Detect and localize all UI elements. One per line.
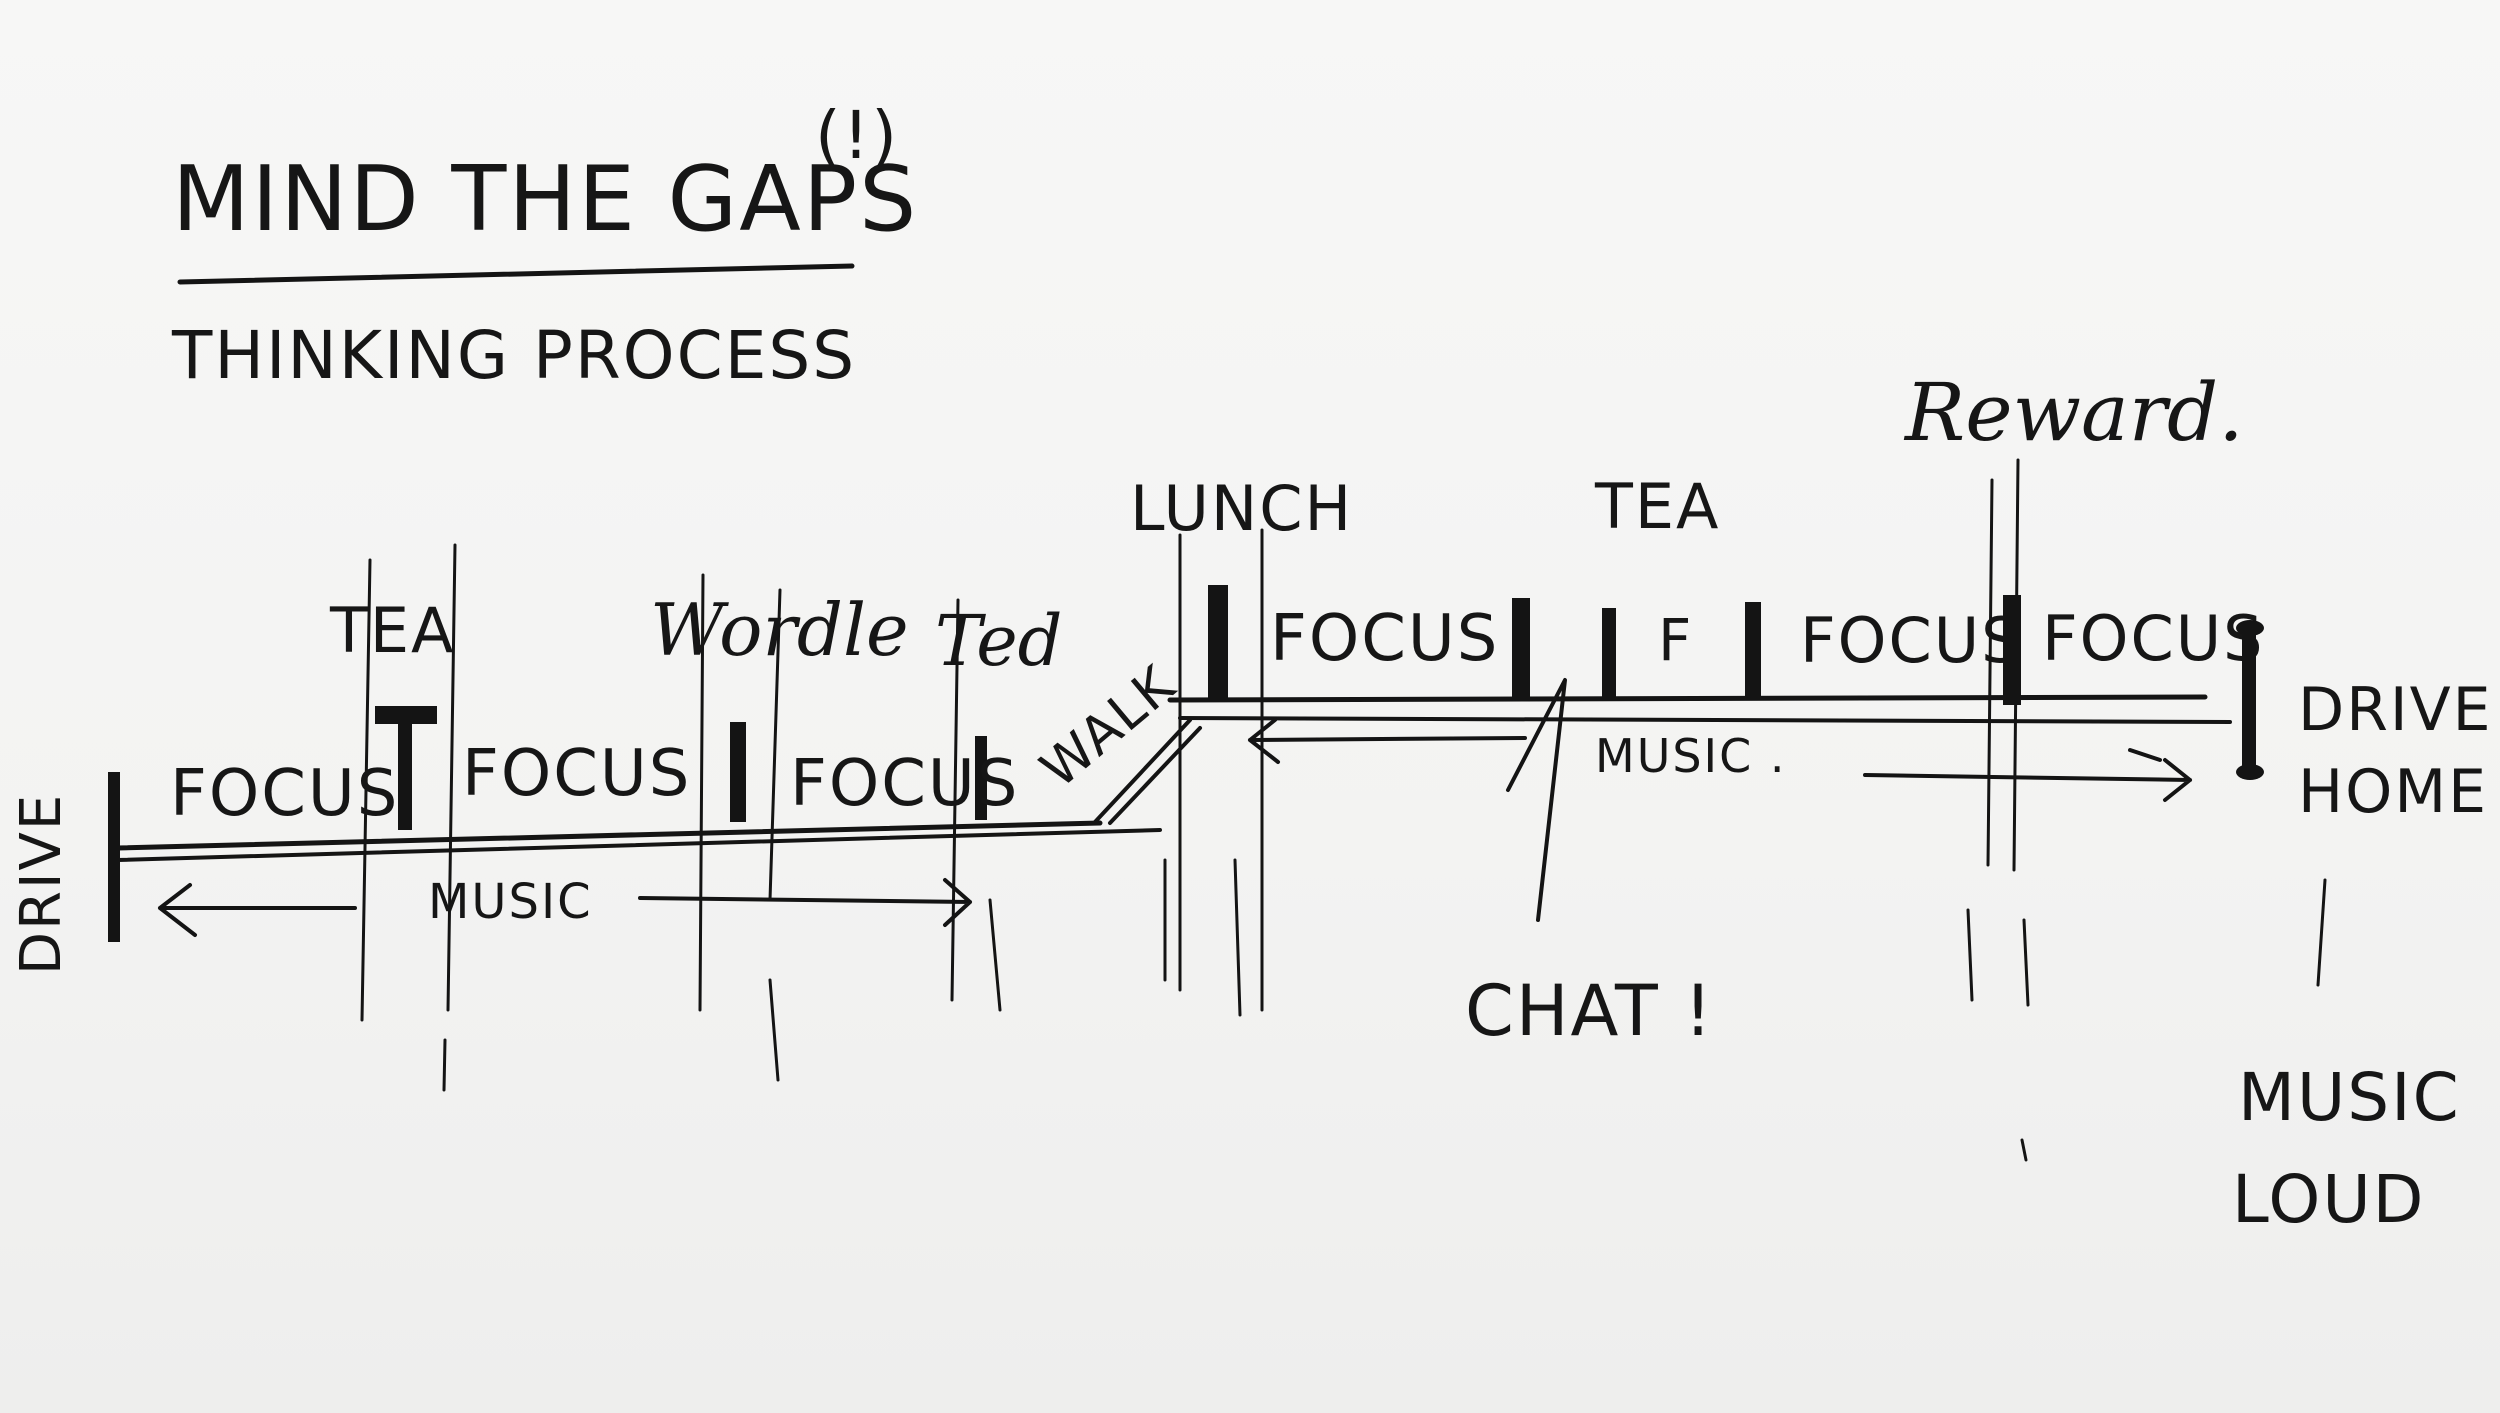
label-focus-3: FOCUS	[790, 747, 1019, 821]
music-arrow-left	[158, 883, 357, 937]
label-focus-2: FOCUS	[462, 737, 691, 811]
label-home: HOME	[2298, 757, 2488, 827]
morning-timeline: DRIVE FOCUS TEA FOCUS Wordle FOCUS Ted W…	[9, 543, 1202, 1092]
lunch-break-marker	[1208, 585, 1228, 700]
label-music-loud-2: LOUD	[2232, 1161, 2426, 1238]
label-focus-1: FOCUS	[170, 757, 399, 831]
label-music-1: MUSIC	[428, 874, 593, 930]
label-music-2: MUSIC .	[1595, 729, 1787, 783]
chat-spike	[1506, 678, 1567, 922]
music-loud-pointer	[2316, 878, 2327, 987]
tea-break-marker-3	[1745, 602, 1761, 698]
label-focus-6: FOCUS	[2042, 602, 2265, 675]
music-arrow-right	[638, 878, 972, 927]
subtitle: THINKING PROCESS	[171, 317, 856, 394]
label-lunch: LUNCH	[1130, 472, 1353, 545]
afternoon-timeline: LUNCH FOCUS TEA F FOCUS Reward. FOCUS DR…	[1130, 366, 2493, 1238]
label-tea-1: TEA	[329, 594, 455, 667]
timeline-bar-lower	[115, 820, 1103, 851]
wordle-break-marker	[730, 722, 746, 822]
label-ted: Ted	[935, 600, 1063, 682]
reward-marker	[2003, 595, 2021, 705]
drive-home-marker	[2242, 628, 2256, 776]
timeline-bar-upper	[1167, 694, 2208, 703]
page-title: MIND THE GAPS	[172, 147, 918, 252]
tea-break-marker	[398, 718, 412, 830]
music-arrow-left-2	[1248, 718, 1527, 764]
gap-ticks-morning	[360, 543, 1002, 1092]
title-underline	[177, 263, 855, 285]
drive-start-marker	[108, 772, 120, 942]
title-exclamation: (!)	[815, 97, 899, 174]
label-reward: Reward.	[1903, 366, 2244, 459]
music-arrow-right-2	[1863, 748, 2192, 802]
label-chat: CHAT !	[1465, 970, 1714, 1052]
label-focus-5: FOCUS	[1800, 604, 2023, 677]
label-focus-4: FOCUS	[1270, 602, 1499, 676]
gap-ticks-lunch	[1163, 528, 1264, 1017]
label-wordle: Wordle	[650, 588, 909, 672]
walk-ramp	[1093, 718, 1192, 824]
tea-break-marker-2	[1512, 598, 1530, 698]
label-f: F	[1658, 606, 1693, 674]
label-music-loud-1: MUSIC	[2238, 1059, 2461, 1136]
label-tea-2: TEA	[1594, 470, 1720, 543]
ted-break-marker	[975, 736, 987, 820]
label-drive: DRIVE	[2298, 675, 2493, 745]
gap-ticks-reward	[1966, 458, 2030, 1162]
label-drive: DRIVE	[9, 793, 74, 975]
